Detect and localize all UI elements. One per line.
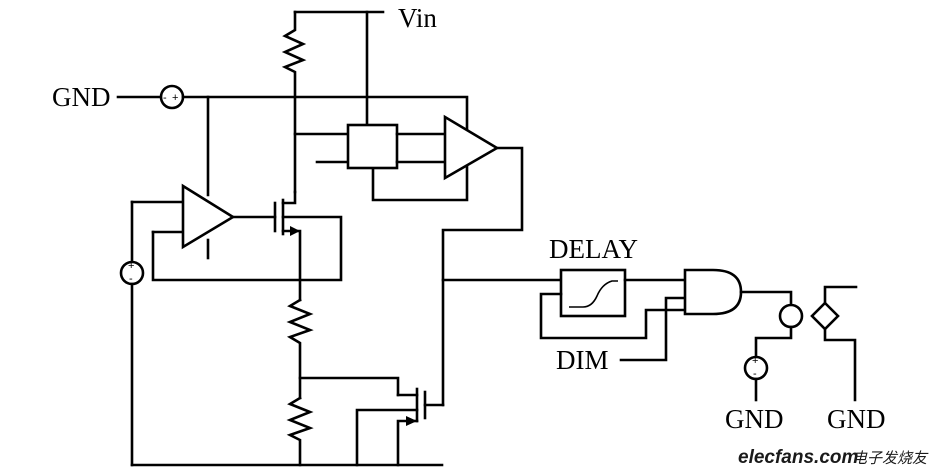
and-gate xyxy=(683,268,793,316)
feedback-logic-block xyxy=(293,114,563,407)
output-diode xyxy=(810,285,858,402)
watermark-chinese: 电子发烧友 xyxy=(852,449,929,467)
led-source-plus: + xyxy=(752,355,758,367)
gnd-reference-source: - + xyxy=(116,84,469,202)
gnd-label-bottom-left: GND xyxy=(725,404,784,434)
source-minus-sign: - xyxy=(163,92,167,104)
elecfans-watermark: elecfans.com 电子发烧友 xyxy=(738,447,929,468)
watermark-brand: elecfans.com xyxy=(738,447,858,468)
vin-label: Vin xyxy=(398,3,437,33)
delay-label: DELAY xyxy=(549,234,638,264)
delay-block xyxy=(539,268,687,340)
pass-mosfet xyxy=(151,190,343,302)
error-amplifier xyxy=(130,183,277,260)
gnd-label-left: GND xyxy=(52,82,111,112)
dim-label: DIM xyxy=(556,345,609,375)
ref-plus-sign: + xyxy=(128,260,134,272)
dim-mosfet xyxy=(355,387,445,467)
vin-supply-net xyxy=(281,10,385,194)
gnd-label-bottom-right: GND xyxy=(827,404,886,434)
resistor-divider xyxy=(286,298,400,467)
source-plus-sign: + xyxy=(172,92,178,104)
reference-source: + - xyxy=(119,200,145,467)
dim-input-wire xyxy=(619,296,687,362)
led-source-minus: - xyxy=(753,368,757,380)
ref-minus-sign: - xyxy=(129,273,133,285)
output-led: + - xyxy=(743,303,804,402)
